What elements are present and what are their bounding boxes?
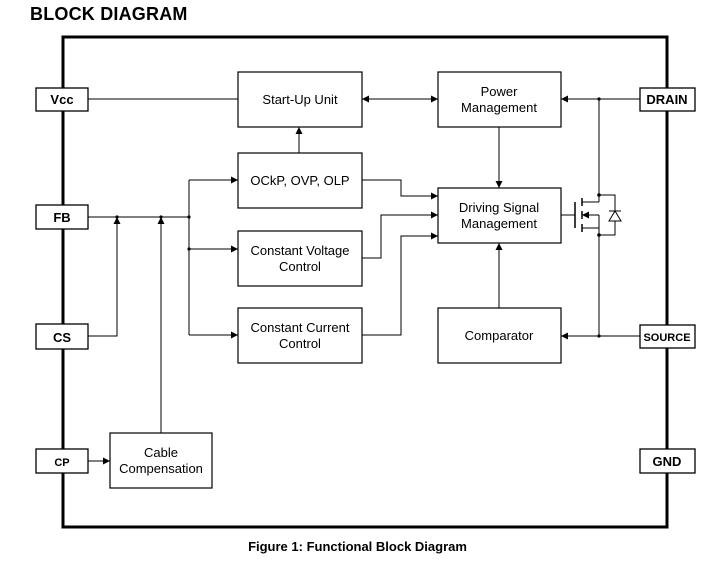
pin-cs: CS xyxy=(35,323,89,350)
pin-cp-label: CP xyxy=(54,457,69,469)
block-power-management: Power Management xyxy=(437,71,562,128)
pin-fb: FB xyxy=(35,204,89,230)
block-power-label-2: Management xyxy=(461,100,537,115)
block-cv-label-1: Constant Voltage xyxy=(250,243,349,258)
wire-cs-fb xyxy=(88,217,121,337)
block-protection: OCkP, OVP, OLP xyxy=(237,152,363,209)
block-cc-label-2: Control xyxy=(279,336,321,351)
figure-caption: Figure 1: Functional Block Diagram xyxy=(248,539,467,554)
pin-vcc-label: Vcc xyxy=(50,92,73,107)
block-constant-current: Constant Current Control xyxy=(237,307,363,364)
block-comparator-label: Comparator xyxy=(465,328,534,343)
pin-drain: DRAIN xyxy=(639,87,696,112)
pin-vcc: Vcc xyxy=(35,87,89,112)
pin-fb-label: FB xyxy=(53,210,70,225)
block-cable-label-1: Cable xyxy=(144,445,178,460)
pin-cs-label: CS xyxy=(53,330,71,345)
pin-gnd: GND xyxy=(639,448,696,474)
block-protection-label: OCkP, OVP, OLP xyxy=(250,173,349,188)
block-cv-label-2: Control xyxy=(279,259,321,274)
block-cable-compensation: Cable Compensation xyxy=(109,432,213,489)
block-driving-signal: Driving Signal Management xyxy=(437,187,562,244)
diagram-heading: BLOCK DIAGRAM xyxy=(30,4,188,24)
wire-cc-driving xyxy=(362,232,438,336)
pin-source-label: SOURCE xyxy=(643,332,690,344)
block-startup-unit: Start-Up Unit xyxy=(237,71,363,128)
connections xyxy=(88,95,640,465)
pin-gnd-label: GND xyxy=(653,454,682,469)
power-mosfet xyxy=(574,193,622,237)
block-cable-label-2: Compensation xyxy=(119,461,203,476)
block-constant-voltage: Constant Voltage Control xyxy=(237,230,363,287)
wire-cv-driving xyxy=(362,211,438,259)
block-startup-label: Start-Up Unit xyxy=(262,92,338,107)
block-driving-label-1: Driving Signal xyxy=(459,200,539,215)
block-power-label-1: Power xyxy=(481,84,519,99)
pin-drain-label: DRAIN xyxy=(646,92,687,107)
junction-dots xyxy=(115,97,601,338)
pin-cp: CP xyxy=(35,448,89,474)
block-driving-label-2: Management xyxy=(461,216,537,231)
pin-source: SOURCE xyxy=(639,324,696,349)
block-comparator: Comparator xyxy=(437,307,562,364)
chip-outline xyxy=(61,35,669,529)
block-cc-label-1: Constant Current xyxy=(251,320,350,335)
wire-protect-driving xyxy=(362,179,438,200)
